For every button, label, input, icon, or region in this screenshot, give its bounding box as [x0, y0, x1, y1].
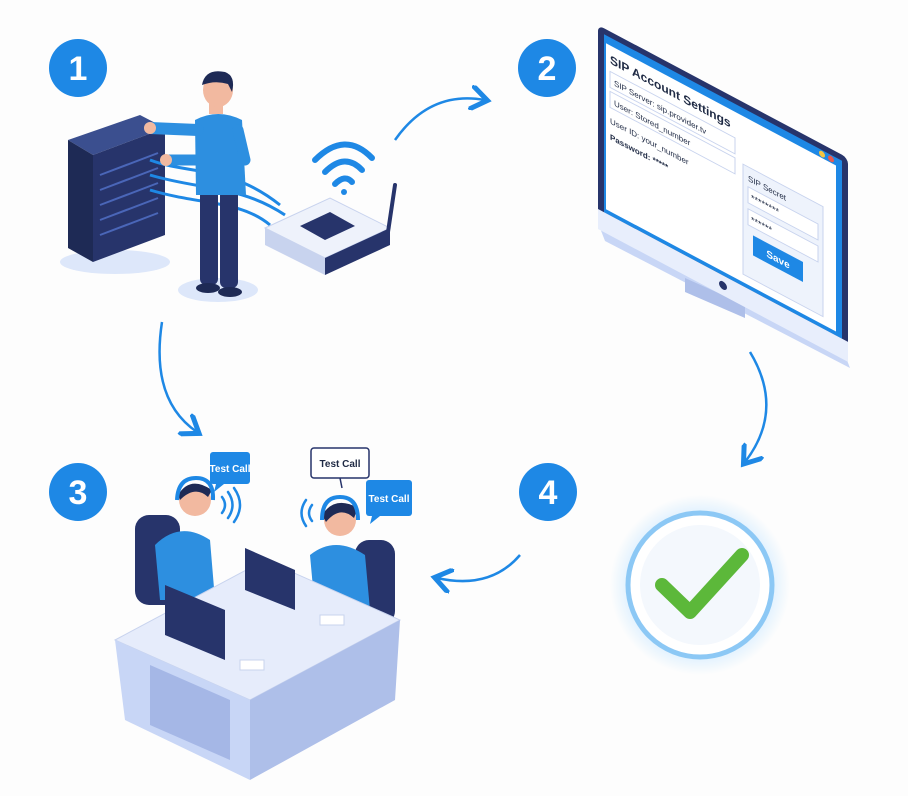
- step-badge-2: 2: [518, 39, 576, 97]
- speech-bubble-2: Test Call: [310, 447, 370, 489]
- step-number: 3: [69, 474, 88, 512]
- save-button[interactable]: [753, 235, 803, 283]
- arrow-4-to-3: [437, 554, 521, 581]
- arrow-1-to-2: [393, 98, 485, 141]
- step-badge-4: 4: [519, 463, 577, 521]
- arrow-2-to-4: [745, 351, 768, 462]
- step-badge-1: 1: [49, 39, 107, 97]
- technician-person: [144, 71, 258, 302]
- router: [263, 183, 397, 275]
- step-badge-3: 3: [49, 463, 107, 521]
- step-number: 1: [69, 50, 88, 88]
- check-icon: [655, 548, 749, 619]
- step-number: 4: [539, 474, 558, 512]
- computer-monitor: SIP Account Settings SIP Server: sip.pro…: [598, 27, 850, 368]
- bubble-text: Test Call: [320, 459, 361, 470]
- arrow-1-to-3: [158, 321, 197, 432]
- sound-waves-icon: [220, 486, 314, 528]
- bubble-text: Test Call: [369, 494, 410, 505]
- wifi-icon: [312, 141, 375, 195]
- office-desk-scene: [113, 475, 402, 780]
- success-checkmark: [610, 495, 790, 675]
- bubble-text: Test Call: [210, 464, 251, 475]
- speech-bubble-3: Test Call: [366, 480, 412, 524]
- speech-bubble-1: Test Call: [210, 452, 251, 492]
- server-rack: [60, 115, 286, 274]
- step-number: 2: [538, 50, 557, 88]
